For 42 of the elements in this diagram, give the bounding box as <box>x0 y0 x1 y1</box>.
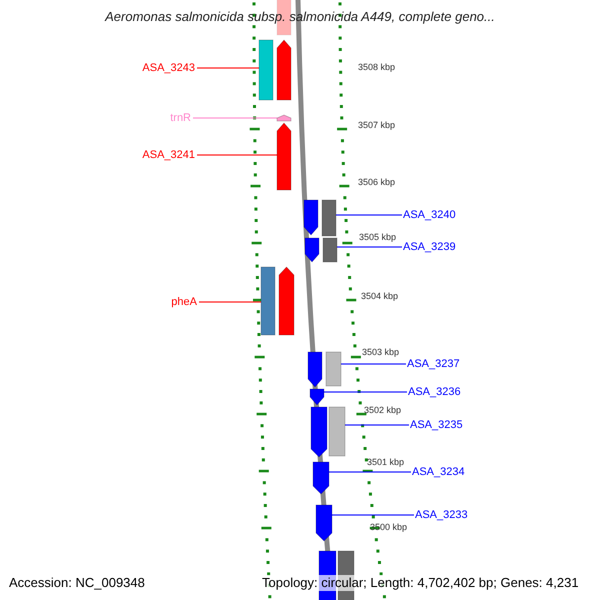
leader-line <box>344 424 410 426</box>
gene-marker <box>276 39 292 100</box>
gene-marker <box>278 266 294 336</box>
gene-label: ASA_3240 <box>403 208 456 222</box>
gene-block <box>258 40 274 100</box>
gene-label: pheA <box>171 295 197 309</box>
gene-label: ASA_3237 <box>407 357 460 371</box>
gene-marker <box>312 462 330 494</box>
gene-marker <box>304 238 320 263</box>
gene-label: ASA_3243 <box>142 61 195 75</box>
tick-label: 3500 kbp <box>370 522 408 533</box>
tick-label: 3505 kbp <box>359 232 396 243</box>
gene-label: ASA_3239 <box>403 240 456 254</box>
map-title: Aeromonas salmonicida subsp. salmonicida A449, complete geno... <box>104 10 496 23</box>
genome-summary-text: Topology: circular; Length: 4,702,402 bp; Genes: 4,231 <box>262 575 579 591</box>
leader-line <box>336 246 402 248</box>
leader-line <box>336 214 402 216</box>
gene-block <box>322 200 336 236</box>
gene-label: ASA_3234 <box>412 465 465 479</box>
tick-label: 3504 kbp <box>361 291 398 302</box>
gene-marker <box>304 200 318 236</box>
gene-label: ASA_3236 <box>408 385 461 399</box>
tick-label: 3503 kbp <box>362 347 400 358</box>
gene-label: trnR <box>170 111 191 125</box>
tick-label: 3508 kbp <box>358 62 396 73</box>
gene-block <box>328 406 346 456</box>
leader-line <box>196 154 278 156</box>
tick-label: 3501 kbp <box>367 457 404 468</box>
leader-line <box>332 514 414 516</box>
tick-label: 3502 kbp <box>364 405 402 416</box>
gene-marker <box>316 504 332 542</box>
tick-label: 3506 kbp <box>358 177 396 188</box>
gene-label: ASA_3241 <box>142 148 195 162</box>
gene-block <box>326 352 342 386</box>
gene-marker <box>276 122 292 190</box>
gene-block <box>260 266 276 336</box>
gene-label: ASA_3235 <box>410 418 463 432</box>
gene-label: ASA_3233 <box>415 508 468 522</box>
tick-label: 3507 kbp <box>358 120 396 131</box>
gene-marker <box>310 388 324 406</box>
accession-text: Accession: NC_009348 <box>9 575 145 591</box>
gene-block <box>322 238 338 262</box>
